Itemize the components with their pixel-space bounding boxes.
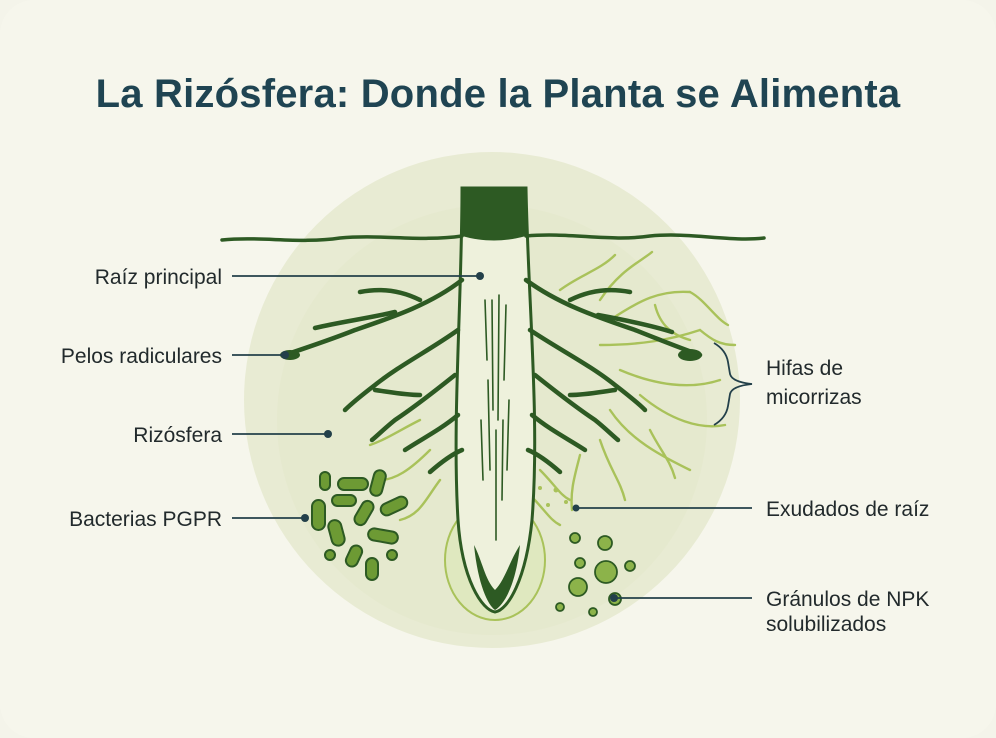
leader-dots [281,272,618,602]
main-root [454,186,537,614]
leader-lines [232,275,753,599]
label-granules-line1: Gránulos de NPK [766,588,929,611]
label-root-hairs: Pelos radiculares [61,345,222,368]
main-root-tip [474,545,520,610]
soil-surface [220,233,766,243]
pgpr-bacteria [311,469,409,581]
label-hyphae-line2: micorrizas [766,386,862,409]
label-granules-line2: solubilizados [766,613,886,636]
label-rhizosphere: Rizósfera [133,424,222,447]
main-root-top [462,188,526,241]
label-hyphae-line1: Hifas de [766,357,843,380]
label-main-root: Raíz principal [95,266,222,289]
npk-granules [555,532,636,617]
label-pgpr-bacteria: Bacterias PGPR [69,508,222,531]
root-vascular-lines [480,294,510,541]
lateral-roots [282,277,703,475]
diagram-title: La Rizósfera: Donde la Planta se Aliment… [95,72,901,116]
label-exudates: Exudados de raíz [766,498,929,521]
root-exudates [538,486,568,507]
